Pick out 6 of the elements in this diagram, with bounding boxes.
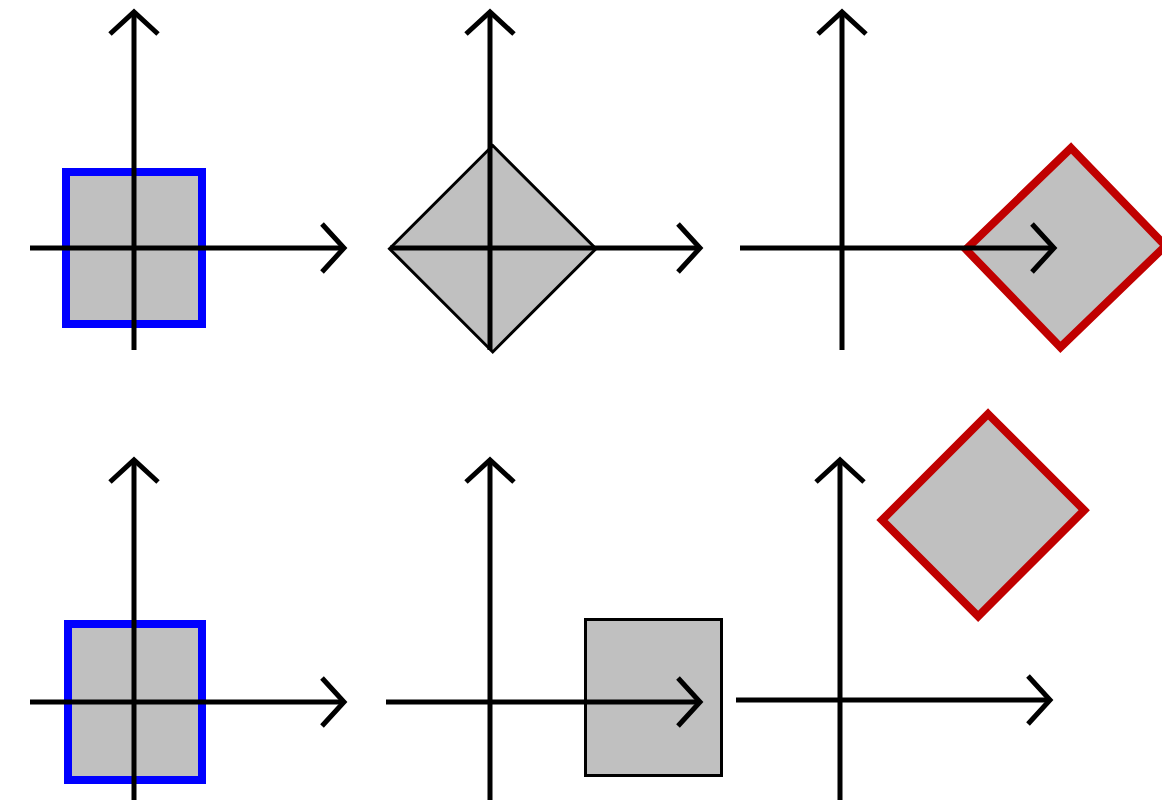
square-shape	[584, 618, 724, 778]
diamond-shape	[962, 144, 1162, 352]
diamond-shape	[387, 143, 597, 353]
square-shape	[64, 620, 206, 784]
diamond-shape	[878, 410, 1090, 622]
square-shape	[62, 168, 206, 328]
